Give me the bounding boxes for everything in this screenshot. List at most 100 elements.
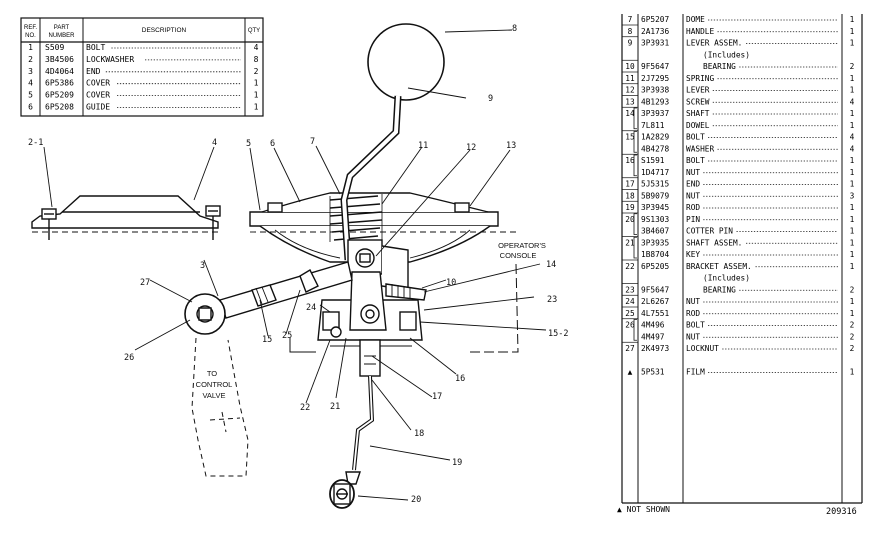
callout-2-1: 2-1 [28, 138, 43, 148]
description: NUT [686, 168, 700, 177]
quantity: 1 [850, 86, 855, 95]
description: NUT [686, 191, 700, 200]
callout-10: 10 [446, 278, 456, 288]
part-number: 6P5207 [641, 15, 669, 24]
description: DOWEL [686, 121, 710, 130]
ref-number: 7 [628, 15, 633, 24]
description: LOCKNUT [686, 344, 719, 353]
part-number: 5B9079 [641, 191, 669, 200]
callout-25: 25 [282, 331, 292, 341]
ref-number: 3 [28, 67, 33, 76]
quantity: 2 [850, 285, 855, 294]
control-valve-outline [191, 337, 249, 477]
description: LEVER ASSEM. [686, 39, 742, 48]
description: END [86, 67, 101, 76]
ref-number: 27 [625, 344, 635, 353]
part-number: 1D4717 [641, 168, 669, 177]
part-number: 4D4064 [45, 67, 74, 76]
quantity: 2 [850, 344, 855, 353]
description: COVER [86, 91, 110, 100]
quantity: 4 [254, 43, 259, 52]
description: NUT [686, 297, 700, 306]
diagram-labels: OPERATOR'S CONSOLE TO CONTROL VALVE [196, 241, 546, 400]
callout-8: 8 [512, 24, 517, 34]
ref-number: 4 [28, 79, 33, 88]
quantity: 1 [850, 39, 855, 48]
callout-7: 7 [310, 137, 315, 147]
callout-16: 16 [455, 374, 465, 384]
ref-number: 8 [628, 27, 633, 36]
description: ROD [686, 309, 700, 318]
ref-number: 18 [625, 191, 635, 200]
description: COTTER PIN [686, 227, 733, 236]
callout-12: 12 [466, 143, 476, 153]
quantity: 1 [850, 227, 855, 236]
callout-5: 5 [246, 139, 251, 149]
ref-number: 26 [625, 321, 635, 330]
quantity: 1 [850, 27, 855, 36]
callout-3: 3 [200, 261, 205, 271]
callout-23: 23 [547, 295, 557, 305]
quantity: 1 [254, 91, 259, 100]
ref-number: 6 [28, 103, 33, 112]
callout-19: 19 [452, 458, 462, 468]
description: BEARING [703, 62, 736, 71]
header-description: DESCRIPTION [142, 27, 187, 34]
quantity: 2 [850, 332, 855, 341]
to-control-valve-label-2: CONTROL [196, 380, 233, 389]
description: NUT [686, 332, 700, 341]
callout-9: 9 [488, 94, 493, 104]
part-number: 9F5647 [641, 62, 669, 71]
part-number: 3P3935 [641, 238, 669, 247]
description: ROD [686, 203, 700, 212]
ref-number: 10 [625, 62, 635, 71]
part-number: 2K4973 [641, 344, 669, 353]
quantity: 1 [850, 297, 855, 306]
operator-console-outline [289, 263, 519, 353]
quantity: 1 [254, 103, 259, 112]
quantity: 1 [850, 109, 855, 118]
quantity: 1 [850, 156, 855, 165]
part-number: 1B8704 [641, 250, 669, 259]
header-qty: QTY [248, 28, 260, 34]
bolt-icon [205, 205, 221, 240]
part-number: 9S1303 [641, 215, 669, 224]
part-number: 6P5208 [45, 103, 74, 112]
ref-number: 23 [625, 285, 635, 294]
quantity: 1 [254, 79, 259, 88]
table-row: (Includes) [622, 50, 750, 61]
part-number: 6P5386 [45, 79, 74, 88]
ref-number: 19 [625, 203, 635, 212]
part-number: 3B4506 [45, 55, 74, 64]
quantity: 1 [850, 15, 855, 24]
bolt-icon [41, 208, 57, 240]
part-number: 3P3938 [641, 86, 669, 95]
ref-number: 21 [625, 238, 635, 247]
ref-number: 22 [625, 262, 635, 271]
description: END [686, 180, 700, 189]
callout-21: 21 [330, 402, 340, 412]
part-number: 4B1293 [641, 97, 669, 106]
callout-14: 14 [546, 260, 556, 270]
group-bracket [633, 236, 637, 259]
description: WASHER [686, 144, 714, 153]
quantity: 2 [850, 321, 855, 330]
group-bracket [633, 319, 637, 341]
ref-number: 15 [625, 133, 635, 142]
